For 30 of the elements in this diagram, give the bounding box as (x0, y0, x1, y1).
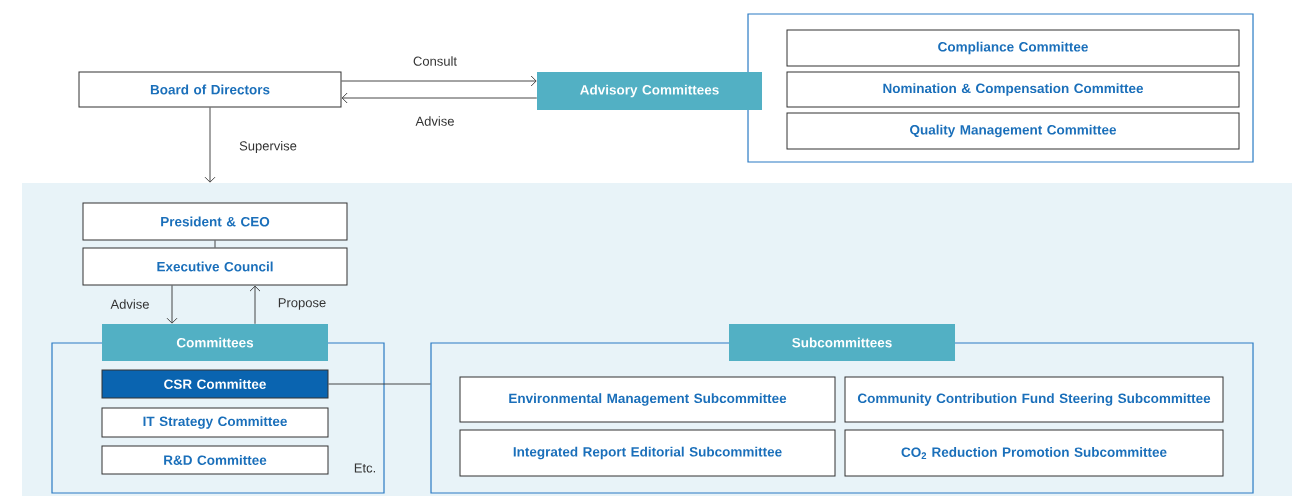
committee-box: R&D Committee (101, 445, 329, 475)
arrow (341, 75, 537, 87)
header-box: Committees (102, 324, 328, 361)
subcommittee-box: Integrated Report Editorial Subcommittee (459, 429, 836, 477)
connector-line (328, 383, 431, 385)
subcommittee-box: Community Contribution Fund Steering Subcommittee (844, 376, 1224, 423)
committee-box: Nomination & Compensation Committee (786, 71, 1240, 108)
subcommittee-box: CO$_{2}$ Reduction Promotion Subcommittee (844, 429, 1224, 477)
arrow (249, 285, 261, 325)
header-box: Subcommittees (729, 324, 955, 361)
committee-box: Quality Management Committee (786, 112, 1240, 150)
header-box: Advisory Committees (537, 72, 762, 110)
note-text: Etc. (354, 463, 375, 473)
executive-box: President & CEO (82, 202, 348, 241)
executive-box: Executive Council (82, 247, 348, 286)
subcommittee-box: Environmental Management Subcommittee (459, 376, 836, 423)
edge-label: Advise (110, 299, 149, 309)
arrow (341, 92, 538, 104)
group-frame (747, 13, 1254, 163)
edge-label: Propose (278, 298, 326, 310)
board-box: Board of Directors (78, 71, 342, 108)
committee-box: Compliance Committee (786, 29, 1240, 67)
edge-label: Supervise (239, 140, 297, 154)
arrow (166, 285, 178, 324)
arrow (204, 107, 216, 183)
connector-line (214, 240, 216, 248)
committee-box: IT Strategy Committee (101, 407, 329, 438)
committee-box: CSR Committee (101, 369, 329, 399)
edge-label: Consult (413, 56, 457, 66)
edge-label: Advise (415, 116, 454, 126)
